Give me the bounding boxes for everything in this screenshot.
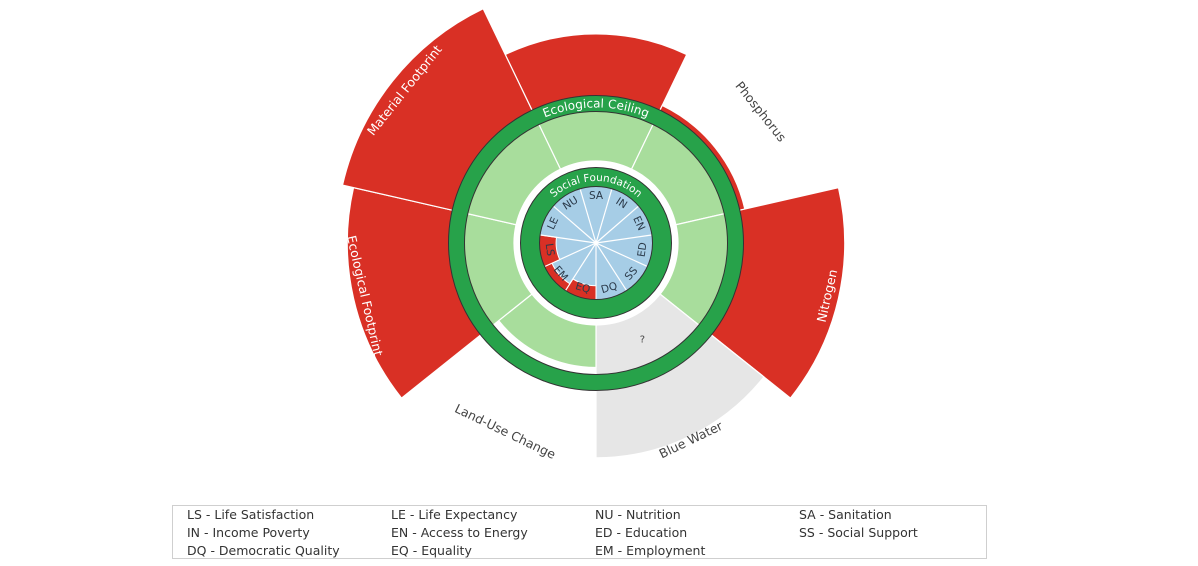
legend-item: SS - Social Support xyxy=(799,525,918,540)
foundation-ring xyxy=(521,168,671,318)
social-divider xyxy=(595,205,640,244)
social-divider xyxy=(579,188,597,244)
legend-item: DQ - Democratic Quality xyxy=(187,543,340,558)
legend-item: EQ - Equality xyxy=(391,543,472,558)
legend-item: ED - Education xyxy=(595,525,688,540)
social-divider xyxy=(595,234,653,244)
legend-item: EN - Access to Energy xyxy=(391,525,528,540)
social-label: EQ xyxy=(574,280,592,296)
legend-item: IN - Income Poverty xyxy=(187,525,310,540)
social-label: LE xyxy=(545,215,561,231)
social-divider xyxy=(595,242,649,268)
social-divider xyxy=(564,242,597,292)
social-label: IN xyxy=(614,195,630,211)
social-label: LS xyxy=(543,243,557,257)
sector-label: Land-Use Change xyxy=(452,401,558,462)
sector-label: CO2 Emissions xyxy=(550,18,643,33)
social-divider xyxy=(595,242,628,292)
doughnut-chart: ? Ecological Ceiling CO2 EmissionsPhosph… xyxy=(341,7,846,462)
unknown-marker: ? xyxy=(640,334,645,345)
ceiling-ring xyxy=(449,96,743,390)
social-divider xyxy=(539,234,597,244)
social-label: EN xyxy=(630,214,647,232)
legend-item: NU - Nutrition xyxy=(595,507,681,522)
social-label: DQ xyxy=(600,280,619,296)
social-divider xyxy=(552,205,597,244)
ecological-ceiling-ring: Ecological Ceiling xyxy=(448,95,744,391)
legend-item: LE - Life Expectancy xyxy=(391,507,518,522)
social-label: ED xyxy=(636,242,650,258)
overshoot-wedge xyxy=(595,293,765,459)
sector-blue-water: ? xyxy=(595,293,765,459)
legend-item: EM - Employment xyxy=(595,543,706,558)
social-label: SA xyxy=(589,190,604,202)
sector-label: Phosphorus xyxy=(732,78,789,144)
sector-nitrogen xyxy=(659,186,846,399)
legend-item: LS - Life Satisfaction xyxy=(187,507,315,522)
social-divider xyxy=(595,188,613,244)
legend: LS - Life Satisfaction LE - Life Expecta… xyxy=(172,505,987,559)
legend-item: SA - Sanitation xyxy=(799,507,892,522)
